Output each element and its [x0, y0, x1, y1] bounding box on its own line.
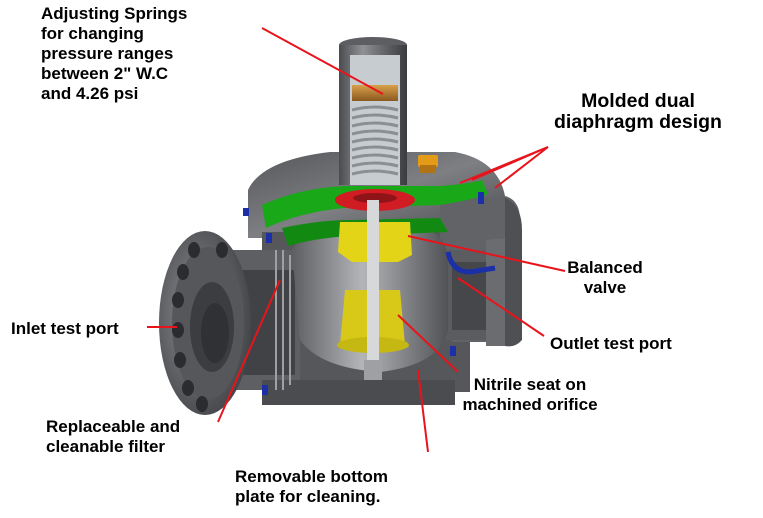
callout-removable-bottom-plate: Removable bottom plate for cleaning. [235, 467, 388, 507]
callout-outlet-test-port: Outlet test port [550, 334, 672, 354]
leader-filter [217, 279, 281, 423]
leader-balanced-valve [407, 235, 566, 272]
label-line: between 2" W.C [41, 64, 169, 83]
label-line: Inlet test port [11, 319, 119, 338]
leader-bottom [417, 369, 429, 453]
o-rings [243, 192, 484, 395]
callout-balanced-valve: Balanced valve [555, 258, 655, 298]
label-line: Replaceable and [46, 417, 181, 436]
vent-nut [418, 155, 438, 173]
label-line: for changing [41, 24, 144, 43]
leader-diaphragm-b [459, 146, 549, 184]
callout-nitrile-seat: Nitrile seat on machined orifice [440, 375, 620, 415]
callout-inlet-test-port: Inlet test port [11, 319, 119, 339]
leader-lines [147, 27, 566, 453]
flange-bolt-holes [172, 242, 228, 412]
label-line: valve [583, 278, 627, 297]
leader-outlet [457, 277, 545, 337]
callout-adjusting-springs: Adjusting Springs for changing pressure … [41, 4, 187, 104]
leader-nitrile [397, 314, 459, 373]
label-line: pressure ranges [41, 44, 174, 63]
leader-diaphragm-c [494, 146, 549, 189]
outlet-flange [486, 198, 522, 347]
label-line: plate for cleaning. [235, 487, 381, 506]
label-line: Balanced [567, 258, 643, 277]
callout-molded-dual-diaphragm: Molded dual diaphragm design [528, 91, 748, 133]
valve-stem [367, 200, 379, 380]
outlet-test-port-tube [445, 251, 496, 275]
label-line: and 4.26 psi [41, 84, 139, 103]
adjusting-spring [351, 105, 399, 176]
label-line: Outlet test port [550, 334, 672, 353]
callout-replaceable-filter: Replaceable and cleanable filter [46, 417, 180, 457]
spring-cap [352, 85, 398, 101]
leader-line-icon [261, 27, 384, 95]
label-line: Removable bottom [235, 467, 389, 486]
label-line: cleanable filter [46, 437, 166, 456]
label-line: diaphragm design [554, 111, 722, 133]
label-line: machined orifice [462, 395, 598, 414]
label-line: Adjusting Springs [41, 4, 188, 23]
label-line: Nitrile seat on [473, 375, 587, 394]
label-line: Molded dual [581, 90, 695, 112]
filter-screen [275, 250, 291, 390]
inlet-flange [159, 231, 251, 415]
